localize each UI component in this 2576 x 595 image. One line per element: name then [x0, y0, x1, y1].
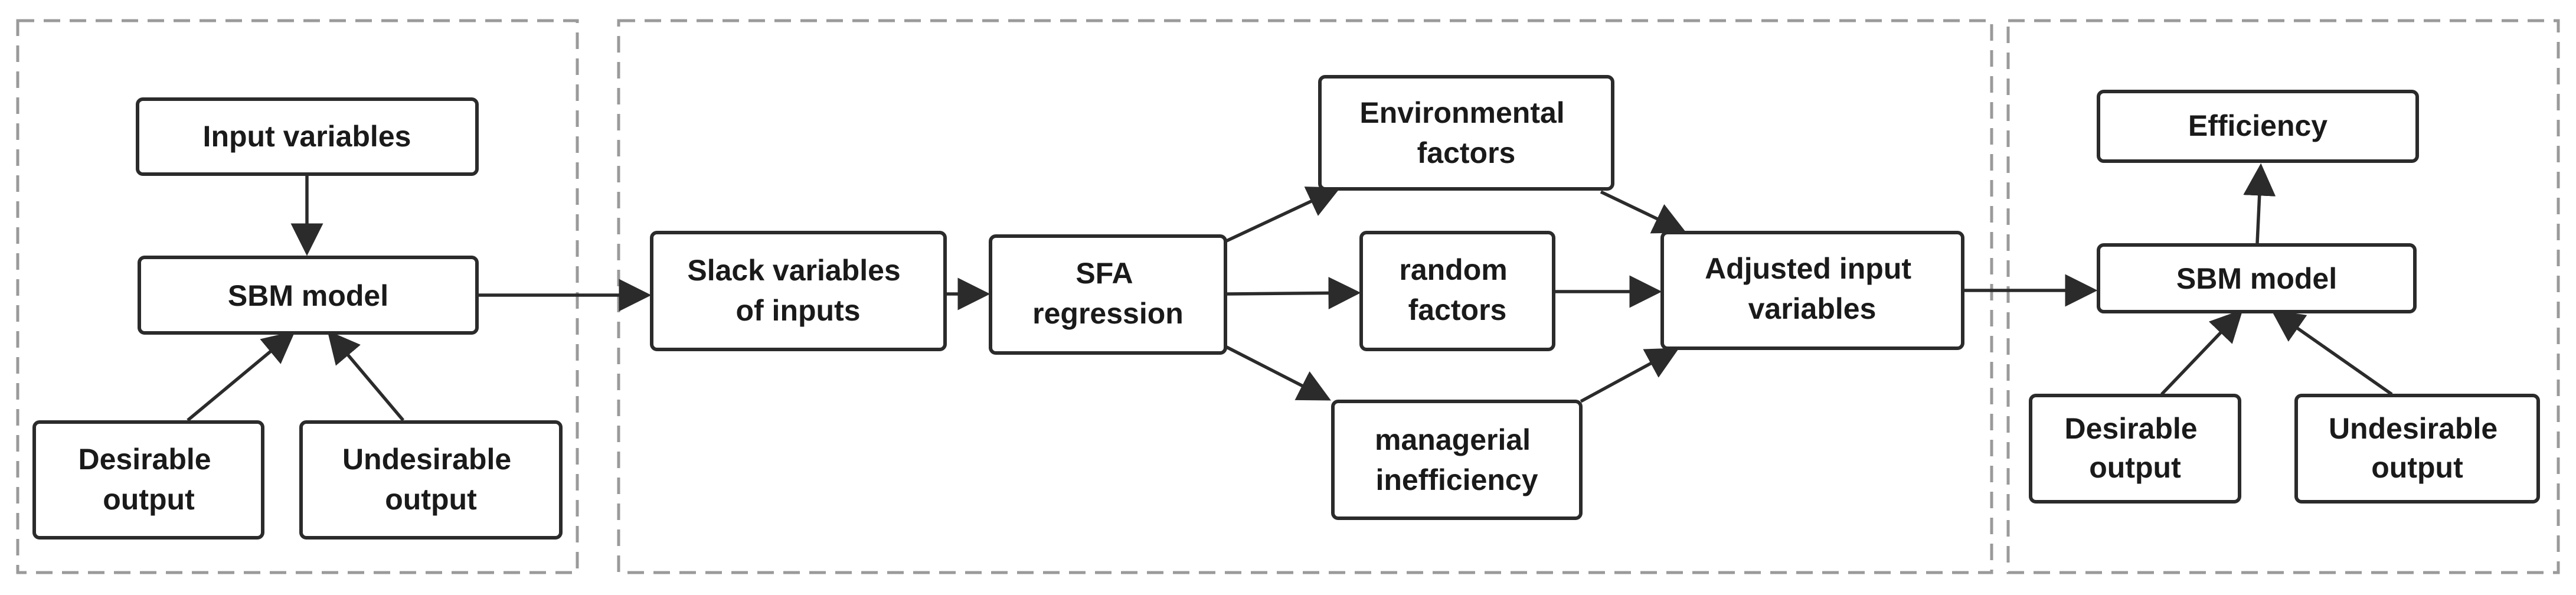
svg-text:random factors: random factors: [1399, 253, 1515, 326]
desirable-output-node-stage3: Desirable output: [2029, 394, 2241, 504]
adjusted-input-variables-label-line1: Adjusted input: [1705, 252, 1911, 285]
input-variables-label: Input variables: [203, 120, 411, 153]
desirable-output-label-line2: output: [103, 483, 195, 516]
efficiency-label: Efficiency: [2188, 109, 2327, 142]
desirable-output-stage3-label-line1: Desirable: [2064, 412, 2197, 445]
svg-text:Undesirable output: Undesirable output: [342, 443, 519, 516]
svg-text:Undesirable output: Undesirable output: [2329, 412, 2506, 484]
efficiency-node: Efficiency: [2097, 90, 2419, 163]
svg-text:SFA regression: SFA regression: [1032, 257, 1184, 330]
flow-nodes: Input variables SBM model Desirable outp…: [32, 75, 2540, 540]
undesirable-output-stage3-label-line1: Undesirable: [2329, 412, 2497, 445]
sfa-regression-node: SFA regression: [989, 234, 1227, 355]
arrow-desirable2-to-sbm2: [2160, 309, 2243, 395]
arrow-environmental-to-adjusted: [1600, 190, 1686, 234]
stage-frame-3: [2006, 19, 2560, 574]
svg-text:SBM model: SBM model: [2176, 262, 2337, 295]
sbm-model-node-stage3: SBM model: [2097, 243, 2417, 313]
adjusted-input-variables-label-line2: variables: [1748, 292, 1877, 325]
svg-text:Desirable output: Desirable output: [78, 443, 219, 516]
adjusted-input-variables-node: Adjusted input variables: [1660, 231, 1964, 350]
arrow-undesirable-to-sbm: [327, 330, 405, 421]
arrow-sbm2-to-efficiency: [2243, 163, 2276, 244]
arrow-sfa-to-managerial: [1225, 345, 1331, 401]
environmental-factors-label-line2: factors: [1417, 136, 1516, 169]
sfa-regression-label-line2: regression: [1032, 297, 1184, 330]
svg-text:Input variables: Input variables: [203, 120, 411, 153]
undesirable-output-label-line2: output: [385, 483, 477, 516]
svg-text:Adjusted input variabl: Adjusted input variables: [1705, 252, 1920, 325]
undesirable-output-node-stage3: Undesirable output: [2294, 394, 2540, 504]
arrow-sfa-to-environmental: [1225, 187, 1341, 243]
desirable-output-label-line1: Desirable: [78, 443, 211, 476]
sbm-model-node-stage1: SBM model: [138, 256, 479, 335]
sbm-model-stage3-label: SBM model: [2176, 262, 2337, 295]
undesirable-output-stage3-label-line2: output: [2371, 451, 2463, 484]
arrow-managerial-to-adjusted: [1580, 348, 1679, 403]
desirable-output-stage3-label-line2: output: [2089, 451, 2181, 484]
arrow-desirable-to-sbm: [187, 331, 296, 422]
managerial-inefficiency-node: managerial inefficiency: [1331, 400, 1583, 520]
slack-variables-label-line1: Slack variables: [687, 254, 900, 287]
random-factors-label-line1: random: [1399, 253, 1507, 286]
svg-text:Desirable output: Desirable output: [2064, 412, 2205, 484]
svg-text:Environmental factors: Environmental factors: [1359, 96, 1573, 169]
managerial-inefficiency-label-line1: managerial: [1375, 423, 1531, 456]
sbm-model-label: SBM model: [228, 279, 388, 312]
undesirable-output-node-stage1: Undesirable output: [299, 420, 563, 540]
environmental-factors-node: Environmental factors: [1318, 75, 1614, 191]
svg-text:SBM model: SBM model: [228, 279, 388, 312]
environmental-factors-label-line1: Environmental: [1359, 96, 1564, 129]
random-factors-label-line2: factors: [1408, 293, 1507, 326]
svg-text:Slack variables of inp: Slack variables of inputs: [687, 254, 908, 327]
sfa-regression-label-line1: SFA: [1075, 257, 1132, 290]
slack-variables-node: Slack variables of inputs: [650, 231, 947, 351]
desirable-output-node-stage1: Desirable output: [32, 420, 264, 540]
random-factors-node: random factors: [1359, 231, 1555, 351]
arrow-sfa-to-random: [1226, 276, 1361, 309]
input-variables-node: Input variables: [136, 97, 479, 176]
managerial-inefficiency-label-line2: inefficiency: [1375, 463, 1538, 496]
flow-arrows: [187, 163, 2393, 422]
svg-text:managerial inefficienc: managerial inefficiency: [1375, 423, 1539, 496]
svg-text:Efficiency: Efficiency: [2188, 109, 2327, 142]
slack-variables-label-line2: of inputs: [735, 294, 860, 327]
arrow-undesirable2-to-sbm2: [2271, 309, 2393, 396]
undesirable-output-label-line1: Undesirable: [342, 443, 511, 476]
